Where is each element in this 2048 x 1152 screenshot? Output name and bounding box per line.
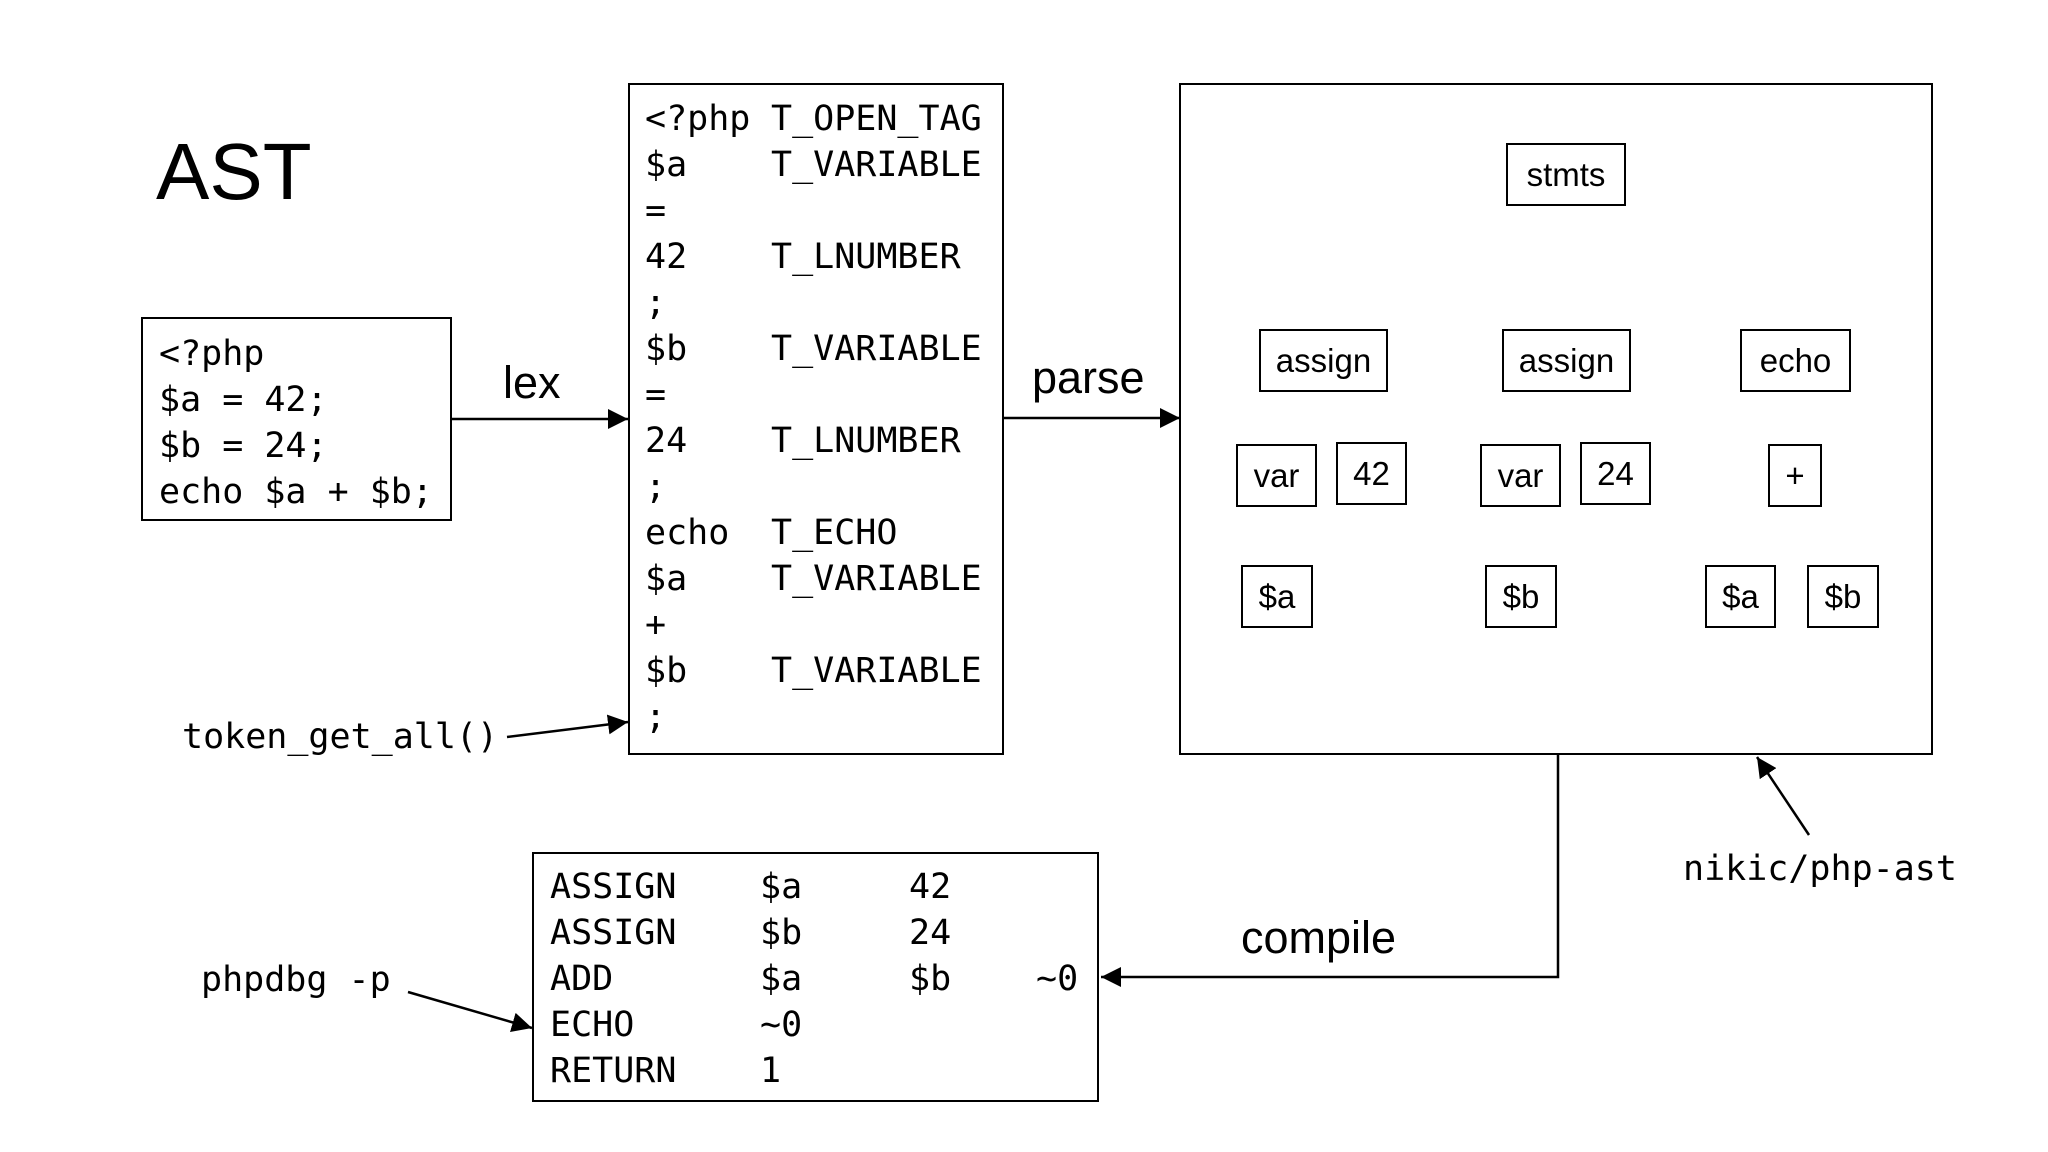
compile-arrow — [1101, 754, 1560, 987]
phpdbg-arrow — [407, 990, 533, 1033]
token-text: echo — [645, 513, 730, 553]
ast-node-echo: echo — [1740, 329, 1851, 392]
parse-label: parse — [1032, 352, 1145, 403]
token-text: = — [645, 375, 667, 415]
ast-node-42: 42 — [1336, 442, 1407, 505]
token-type: T_VARIABLE — [771, 329, 982, 369]
ast-node-a: $a — [1241, 565, 1313, 628]
token-text: $a — [645, 145, 688, 185]
token-text: ; — [645, 697, 667, 737]
token-get-all-label: token_get_all() — [182, 717, 499, 757]
token-box: <?php T_OPEN_TAG $a T_VARIABLE = 42 T_LN… — [628, 83, 1004, 755]
token-text: <?php — [645, 99, 751, 139]
token-type: T_VARIABLE — [771, 145, 982, 185]
source-line: $b = 24; — [159, 426, 328, 466]
token-type: T_ECHO — [771, 513, 898, 553]
opcode-arg1: $a — [760, 959, 803, 999]
token-text: 42 — [645, 237, 688, 277]
ast-node-var: var — [1480, 444, 1561, 507]
token-get-all-arrow — [506, 714, 629, 739]
opcode-arg2: $b — [909, 959, 952, 999]
token-text: $b — [645, 651, 688, 691]
opcode-name: ASSIGN — [550, 867, 677, 907]
source-line: echo $a + $b; — [159, 472, 433, 512]
phpdbg-label: phpdbg -p — [201, 960, 391, 1000]
page-title: AST — [156, 127, 312, 216]
ast-node-assign: assign — [1502, 329, 1631, 392]
token-text: ; — [645, 467, 667, 507]
token-type: T_VARIABLE — [771, 651, 982, 691]
token-type: T_LNUMBER — [771, 237, 961, 277]
token-type: T_OPEN_TAG — [771, 99, 982, 139]
ast-node-var: var — [1236, 444, 1317, 507]
token-text: ; — [645, 283, 667, 323]
opcode-name: ECHO — [550, 1005, 635, 1045]
token-text: $b — [645, 329, 688, 369]
opcode-name: RETURN — [550, 1051, 677, 1091]
token-type: T_VARIABLE — [771, 559, 982, 599]
token-text: $a — [645, 559, 688, 599]
source-line: <?php — [159, 334, 265, 374]
ast-node-a: $a — [1705, 565, 1776, 628]
ast-node-assign: assign — [1259, 329, 1388, 392]
ast-node-plus: + — [1768, 444, 1822, 507]
php-ast-arrow — [1755, 756, 1811, 836]
lex-label: lex — [503, 357, 561, 408]
opcode-arg2: 42 — [909, 867, 952, 907]
token-text: + — [645, 605, 667, 645]
token-type: T_LNUMBER — [771, 421, 961, 461]
opcode-arg1: $b — [760, 913, 803, 953]
ast-node-b: $b — [1485, 565, 1557, 628]
compile-label: compile — [1241, 912, 1397, 963]
php-ast-label: nikic/php-ast — [1683, 849, 1957, 889]
token-text: = — [645, 191, 667, 231]
opcode-name: ASSIGN — [550, 913, 677, 953]
opcode-arg1: 1 — [760, 1051, 782, 1091]
ast-node-24: 24 — [1580, 442, 1651, 505]
opcode-arg1: ~0 — [760, 1005, 803, 1045]
opcode-result: ~0 — [1036, 959, 1079, 999]
opcode-name: ADD — [550, 959, 614, 999]
ast-node-stmts: stmts — [1506, 143, 1626, 206]
opcode-arg1: $a — [760, 867, 803, 907]
source-code-box: <?php $a = 42; $b = 24; echo $a + $b; — [141, 317, 452, 521]
opcodes-box: ASSIGN $a 42 ASSIGN $b 24 ADD $a $b ~0 E… — [532, 852, 1099, 1102]
source-line: $a = 42; — [159, 380, 328, 420]
token-text: 24 — [645, 421, 688, 461]
ast-node-b: $b — [1807, 565, 1879, 628]
opcode-arg2: 24 — [909, 913, 952, 953]
